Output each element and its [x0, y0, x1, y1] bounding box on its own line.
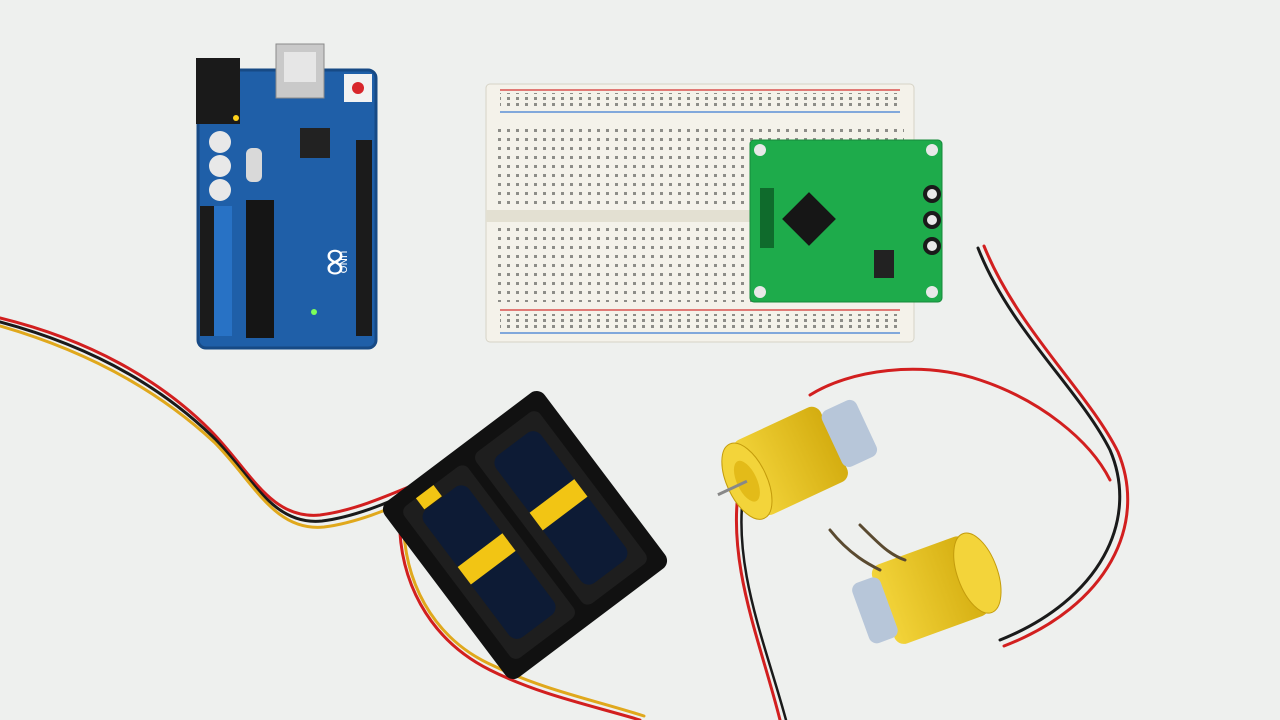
- left-header: [200, 206, 214, 336]
- battery-bottom-wire: [398, 503, 646, 720]
- board-brand: ∞: [313, 245, 359, 278]
- dc-motor-top: [717, 399, 878, 520]
- driver-to-motor-wires: [734, 244, 1130, 720]
- right-header: [356, 140, 372, 336]
- board-label: UNO: [337, 251, 348, 274]
- dc-motor-bottom: [852, 532, 1002, 644]
- motor-leads: [828, 523, 907, 572]
- motor-driver-module: [749, 139, 943, 303]
- main-chip: [246, 200, 274, 338]
- power-jack: [196, 58, 240, 124]
- microcontroller-board: ∞ UNO: [196, 43, 378, 350]
- left-wire-bundle: [0, 316, 456, 529]
- battery-holder: [382, 390, 668, 680]
